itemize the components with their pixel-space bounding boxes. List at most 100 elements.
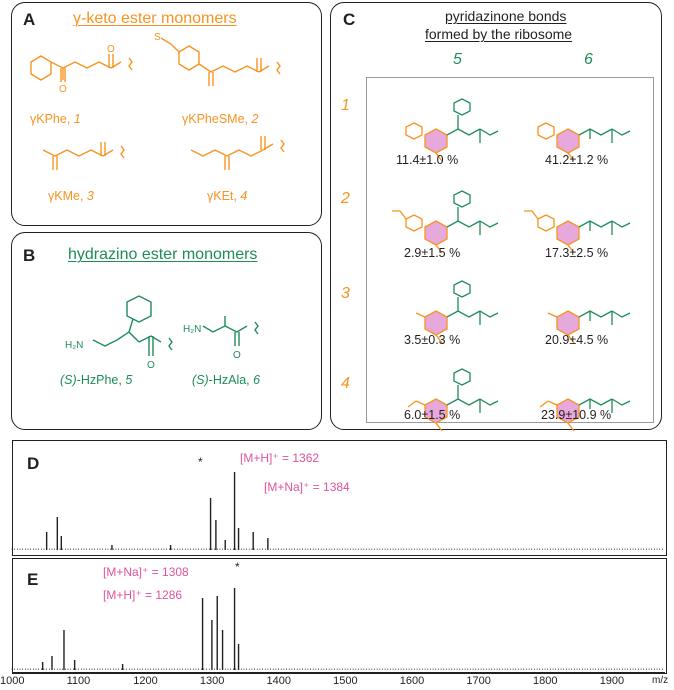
x-tick-1100: 1100 bbox=[66, 675, 91, 687]
gkphe-o1: O bbox=[59, 84, 67, 95]
aryl-ring bbox=[405, 122, 423, 140]
ethyl bbox=[407, 400, 417, 408]
backbone bbox=[578, 220, 613, 228]
x-axis-line bbox=[12, 672, 665, 673]
spectrum-e bbox=[11, 588, 663, 670]
x-tick-1600: 1600 bbox=[399, 675, 425, 687]
pyridazinone-2-6 bbox=[524, 210, 631, 254]
alkyl bbox=[415, 400, 426, 406]
amide bbox=[479, 310, 499, 318]
yield-1-5: 11.4±1.0 % bbox=[396, 153, 459, 167]
panel-a bbox=[11, 2, 322, 226]
pyridazinone-1-6 bbox=[537, 122, 631, 162]
ethyl bbox=[539, 400, 549, 408]
sme bbox=[392, 210, 407, 220]
backbone bbox=[446, 398, 481, 406]
yield-1-6: 41.2±1.2 % bbox=[545, 153, 609, 167]
panel-b bbox=[11, 232, 322, 430]
sme bbox=[524, 210, 539, 220]
gkphe-benzene bbox=[30, 55, 52, 81]
ring bbox=[556, 128, 580, 154]
hzphe-o: O bbox=[147, 360, 155, 371]
panel-d-label: D bbox=[27, 454, 40, 473]
panel-c-title-1: pyridazinone bonds bbox=[445, 8, 567, 24]
panel-c bbox=[330, 2, 662, 430]
panel-e-star: * bbox=[235, 560, 240, 574]
row-label-3: 3 bbox=[341, 285, 350, 302]
pyridazinone-4-6 bbox=[539, 398, 631, 432]
yield-3-6: 20.9±4.5 % bbox=[545, 333, 609, 347]
pyridazinone-3-6 bbox=[547, 310, 631, 344]
row-label-4: 4 bbox=[341, 375, 350, 392]
hzphe-nh2: H₂N bbox=[65, 340, 83, 351]
panel-e-ann-mna: [M+Na]⁺ = 1308 bbox=[103, 565, 189, 579]
col-label-5: 5 bbox=[453, 51, 462, 68]
backbone bbox=[578, 398, 613, 406]
backbone bbox=[446, 220, 481, 228]
yield-4-6: 23.9±10.9 % bbox=[541, 408, 612, 422]
hzala-nh2: H₂N bbox=[183, 324, 201, 335]
aryl-ring bbox=[537, 122, 555, 140]
panel-a-structures: O O S bbox=[30, 32, 285, 170]
panel-e-ann-mh: [M+H]⁺ = 1286 bbox=[103, 588, 183, 602]
panel-c-label: C bbox=[343, 10, 356, 29]
panel-d-frame bbox=[12, 440, 667, 556]
ring-carbonyl bbox=[435, 244, 443, 254]
gkme-label: γKMe, 3 bbox=[48, 189, 94, 203]
yield-4-5: 6.0±1.5 % bbox=[404, 408, 461, 422]
ring bbox=[556, 220, 580, 246]
ring-carbonyl bbox=[567, 244, 575, 254]
yield-3-5: 3.5±0.3 % bbox=[404, 333, 461, 347]
aryl-ring bbox=[405, 214, 423, 232]
x-tick-1500: 1500 bbox=[333, 675, 358, 687]
amide bbox=[479, 220, 499, 228]
amide bbox=[611, 220, 631, 228]
amide bbox=[479, 128, 499, 136]
aryl-ring bbox=[537, 214, 555, 232]
panel-d-star: * bbox=[198, 455, 203, 469]
ring-carbonyl bbox=[435, 152, 443, 162]
x-tick-1400: 1400 bbox=[266, 675, 291, 687]
ring-carbonyl bbox=[567, 334, 575, 344]
benzyl-ring bbox=[453, 368, 471, 386]
col-label-6: 6 bbox=[584, 51, 593, 68]
row-label-2: 2 bbox=[341, 190, 350, 207]
ring bbox=[424, 220, 448, 246]
benzyl-ring bbox=[453, 190, 471, 208]
ring bbox=[424, 310, 448, 336]
ring-carbonyl bbox=[435, 334, 443, 344]
pyridazinone-4-5 bbox=[407, 368, 499, 432]
panel-d-ann-mna: [M+Na]⁺ = 1384 bbox=[264, 480, 350, 494]
ring bbox=[556, 310, 580, 336]
x-tick-1800: 1800 bbox=[533, 675, 558, 687]
alkyl bbox=[415, 312, 426, 318]
pyridazinone-2-5 bbox=[392, 190, 499, 254]
gket-label: γKEt, 4 bbox=[207, 189, 248, 203]
hzphe-label: (S)-HzPhe, 5 bbox=[60, 373, 133, 387]
panel-b-title: hydrazino ester monomers bbox=[68, 246, 258, 263]
amide bbox=[611, 128, 631, 136]
gkphesme-s: S bbox=[154, 32, 161, 43]
amide bbox=[611, 398, 631, 406]
backbone bbox=[578, 128, 613, 136]
pyridazinone-1-5 bbox=[405, 98, 499, 162]
alkyl bbox=[547, 312, 558, 318]
gkphe-chain bbox=[50, 61, 112, 80]
benzyl-ring bbox=[453, 280, 471, 298]
ring-carbonyl bbox=[567, 422, 575, 432]
ring bbox=[424, 128, 448, 154]
panel-a-title: γ-keto ester monomers bbox=[73, 10, 237, 27]
amide bbox=[611, 310, 631, 318]
x-axis-unit: m/z bbox=[652, 675, 669, 686]
panel-e-label: E bbox=[27, 570, 39, 589]
x-tick-1900: 1900 bbox=[599, 675, 625, 687]
ring-carbonyl bbox=[567, 152, 575, 162]
x-tick-1300: 1300 bbox=[199, 675, 225, 687]
panel-b-structures: H₂N O H₂N O bbox=[65, 295, 259, 371]
backbone bbox=[578, 310, 613, 318]
row-label-1: 1 bbox=[341, 97, 350, 114]
x-tick-1200: 1200 bbox=[133, 675, 158, 687]
gkphe-o2: O bbox=[107, 44, 115, 55]
panel-d-ann-mh: [M+H]⁺ = 1362 bbox=[240, 451, 320, 465]
hzala-label: (S)-HzAla, 6 bbox=[192, 373, 261, 387]
